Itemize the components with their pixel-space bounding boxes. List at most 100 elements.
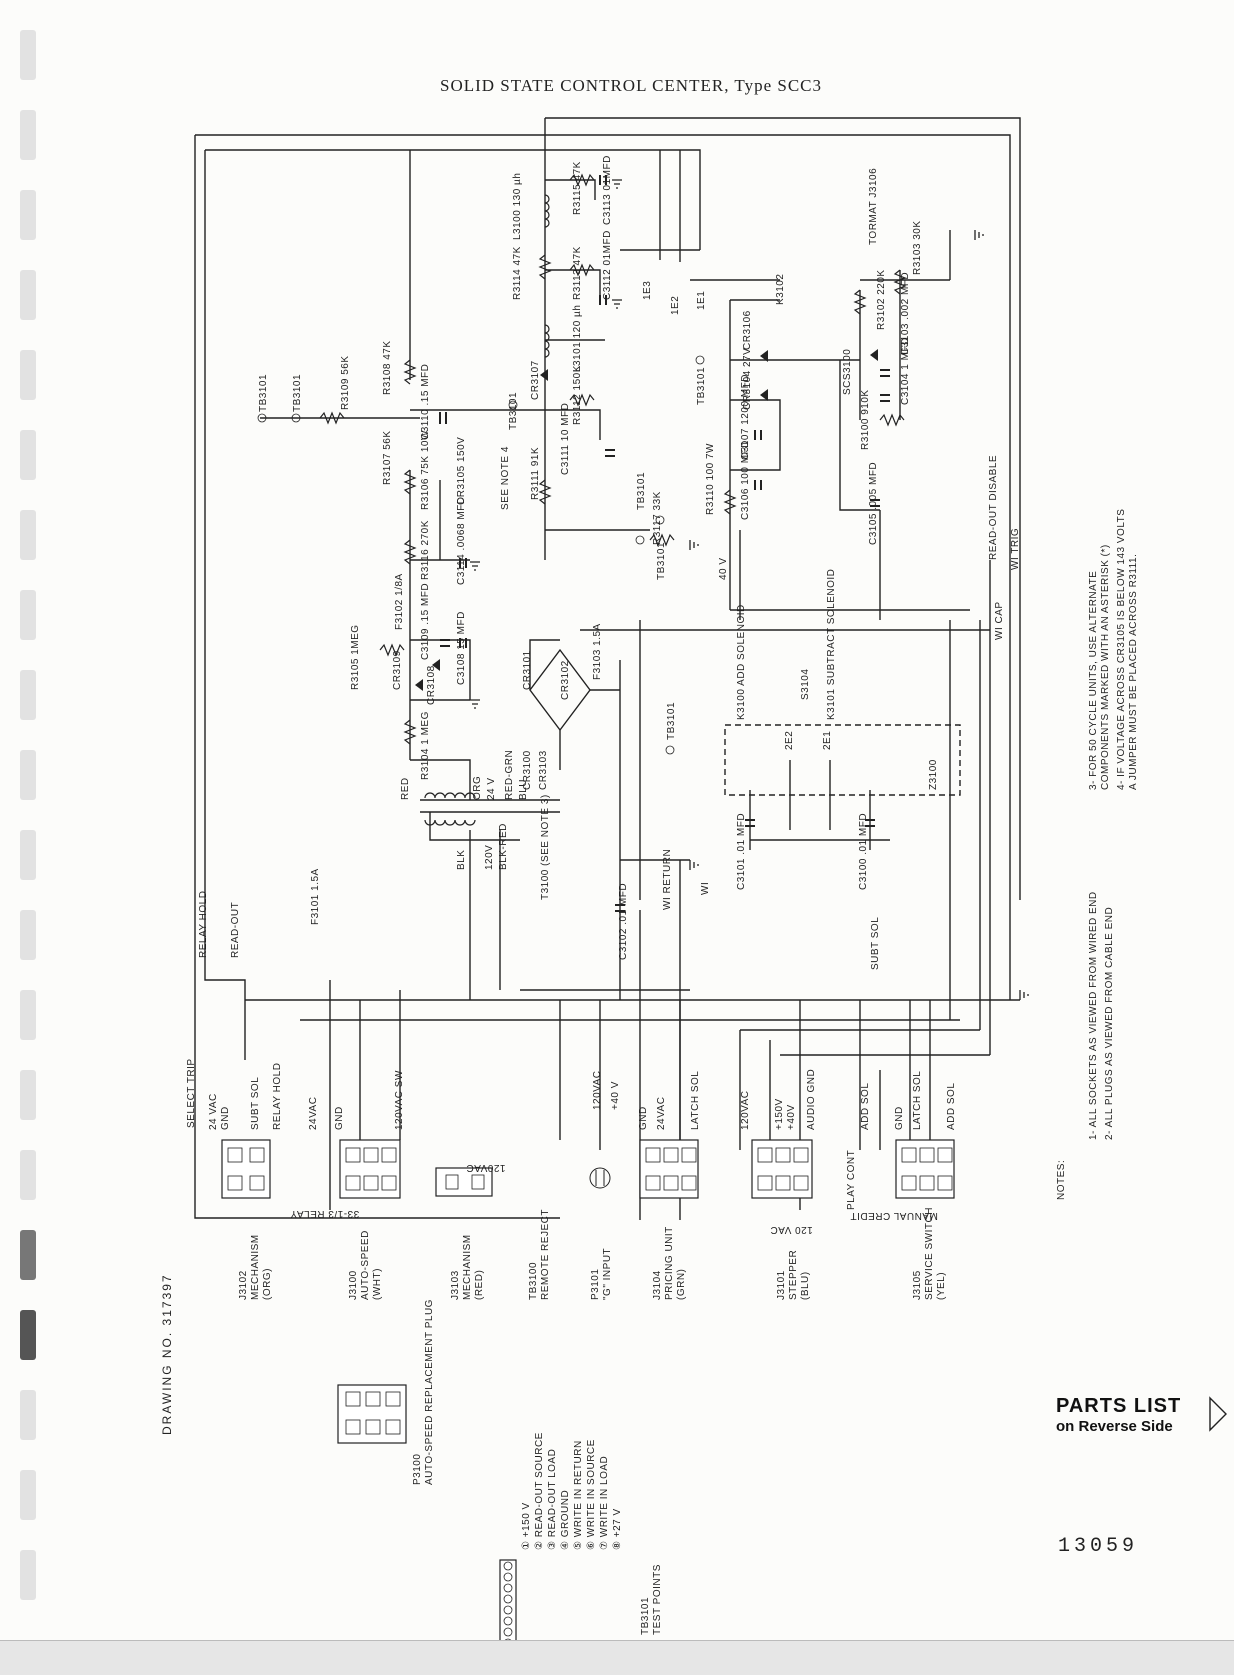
wire-120vac: 120 VAC: [770, 1224, 813, 1235]
label-tb3101-f: TB3101: [666, 701, 677, 740]
pin-relay-hold-j3102: RELAY HOLD: [272, 1062, 283, 1130]
label-r3114: R3114 47K: [512, 246, 523, 300]
label-blk-red: BLK-RED: [498, 823, 509, 870]
label-f3102: F3102 1/8A: [394, 573, 405, 630]
label-24v: 24 V: [486, 777, 497, 800]
test-point-6: ⑥ WRITE IN SOURCE: [586, 1439, 597, 1550]
note-2: 2- ALL PLUGS AS VIEWED FROM CABLE END: [1104, 906, 1115, 1140]
test-point-2: ② READ-OUT SOURCE: [534, 1432, 545, 1550]
pin-120vac-j3101: 120VAC: [740, 1090, 751, 1130]
label-l3100: L3100 130 µh: [512, 172, 523, 240]
notes-heading: NOTES:: [1056, 1159, 1067, 1200]
label-40v: 40 V: [718, 557, 729, 580]
wire-subt-sol: SUBT SOL: [870, 916, 881, 970]
label-s3104: S3104: [800, 668, 811, 700]
connector-p3101: P3101"G" INPUT: [590, 1247, 613, 1300]
label-cr3102: CR3102: [560, 660, 571, 700]
label-k3101: K3101 SUBTRACT SOLENOID: [826, 568, 837, 720]
label-r3111: R3111 91K: [530, 446, 541, 500]
pin-gnd-j3100: GND: [334, 1106, 345, 1130]
label-f3101: F3101 1.5A: [310, 868, 321, 925]
pin-audio-gnd-j3101: AUDIO GND: [806, 1068, 817, 1130]
pin-24vac-j3102: 24 VAC: [208, 1093, 219, 1130]
label-2e2: 2E2: [784, 730, 795, 750]
wire-wi-return: WI RETURN: [662, 848, 673, 910]
pin-40v-j3101: +40V: [786, 1104, 797, 1130]
label-blu: BLU: [518, 779, 529, 800]
label-c3100: C3100 .01 MFD: [858, 812, 869, 890]
wire-wi-trig: WI TRIG: [1010, 527, 1021, 570]
test-point-3: ③ READ-OUT LOAD: [547, 1448, 558, 1550]
pin-24vac-j3100: 24VAC: [308, 1096, 319, 1130]
label-c3108: C3108 15 MFD: [456, 611, 467, 685]
label-r3106: R3106 75K 10W: [420, 430, 431, 510]
pin-add-sol-j3101: ADD SOL: [860, 1082, 871, 1130]
label-k3102: K3102: [775, 273, 786, 305]
pin-150v-j3101: +150V: [774, 1098, 785, 1130]
wire-read-out: READ-OUT: [230, 901, 241, 958]
label-cr3109: CR3109: [392, 650, 403, 690]
wire-33-relay: 33-1/3 RELAY: [290, 1208, 360, 1219]
label-f3103: F3103 1.5A: [592, 623, 603, 680]
label-r3107: R3107 56K: [382, 430, 393, 485]
label-r3102: R3102 220K: [876, 269, 887, 330]
page-title: SOLID STATE CONTROL CENTER, Type SCC3: [440, 76, 823, 95]
label-c3110: C3110 .15 MFD: [420, 363, 431, 440]
label-tb3101-c: TB3101: [508, 391, 519, 430]
label-r3104: R3104 1 MEG: [420, 711, 431, 780]
label-red: RED: [400, 777, 411, 800]
label-tb3101-e: TB3101: [656, 541, 667, 580]
pin-24vac-j3104: 24VAC: [656, 1096, 667, 1130]
pin-gnd-j3105: GND: [894, 1106, 905, 1130]
label-c3112: C3112 01MFD: [602, 230, 613, 300]
pin-latch-sol-j3105: LATCH SOL: [912, 1070, 923, 1130]
label-r3116: R3116 270K: [420, 520, 431, 580]
label-tb3101-b: TB3101: [292, 373, 303, 412]
pin-add-sol-j3105: ADD SOL: [946, 1082, 957, 1130]
wire-40v: +40 V: [610, 1081, 621, 1110]
label-tb3101-a: TB3101: [258, 373, 269, 412]
label-tb3101-g: TB3101: [696, 366, 707, 405]
label-r3112: R3112 150K: [572, 365, 583, 425]
wire-select-trip: SELECT TRIP: [186, 1058, 197, 1128]
test-point-8: ⑧ +27 V: [612, 1508, 623, 1550]
label-cr3104: CR3104 27V: [742, 347, 753, 410]
label-cr3107: CR3107: [530, 360, 541, 400]
pin-subt-sol-j3102: SUBT SOL: [250, 1076, 261, 1130]
label-c3113: C3113 01MFD: [602, 155, 613, 225]
label-c3114: C3114 .0068 MFD: [456, 496, 467, 585]
test-point-5: ⑤ WRITE IN RETURN: [573, 1440, 584, 1550]
label-scs3100: SCS3100: [842, 348, 853, 395]
label-cr3106: CR3106: [742, 310, 753, 350]
label-cr3108: CR3108: [426, 665, 437, 705]
label-j3106: TORMAT J3106: [868, 167, 879, 245]
test-point-7: ⑦ WRITE IN LOAD: [599, 1455, 610, 1550]
label-tb3101-d: TB3101: [636, 471, 647, 510]
parts-list-title: PARTS LIST: [1056, 1395, 1182, 1417]
test-point-4: ④ GROUND: [560, 1489, 571, 1550]
drawing-number: DRAWING NO. 317397: [160, 1273, 174, 1435]
label-c3109: C3109 .15 MFD: [420, 582, 431, 660]
label-r3108: R3108 47K: [382, 340, 393, 395]
viewer-bottom-bar: [0, 1640, 1234, 1675]
label-cr3105: CR3105 150V: [456, 436, 467, 505]
label-l3101: L3101 120 µh: [572, 304, 583, 372]
label-r3100: R3100 910K: [860, 389, 871, 450]
label-1e1: 1E1: [696, 290, 707, 310]
label-r3110: R3110 100 7W: [705, 443, 716, 515]
note-3: 3- FOR 50 CYCLE UNITS, USE ALTERNATE COM…: [1088, 544, 1111, 790]
label-z3100: Z3100: [928, 759, 939, 790]
parts-list-subtitle: on Reverse Side: [1056, 1418, 1173, 1435]
label-see-note-4: SEE NOTE 4: [500, 446, 511, 510]
note-4: 4- IF VOLTAGE ACROSS CR3105 IS BELOW 143…: [1116, 508, 1139, 790]
label-org: ORG: [472, 775, 483, 800]
page-number: 13059: [1058, 1535, 1139, 1558]
label-r3109: R3109 56K: [340, 355, 351, 410]
label-c3102: C3102 .01 MFD: [618, 882, 629, 960]
